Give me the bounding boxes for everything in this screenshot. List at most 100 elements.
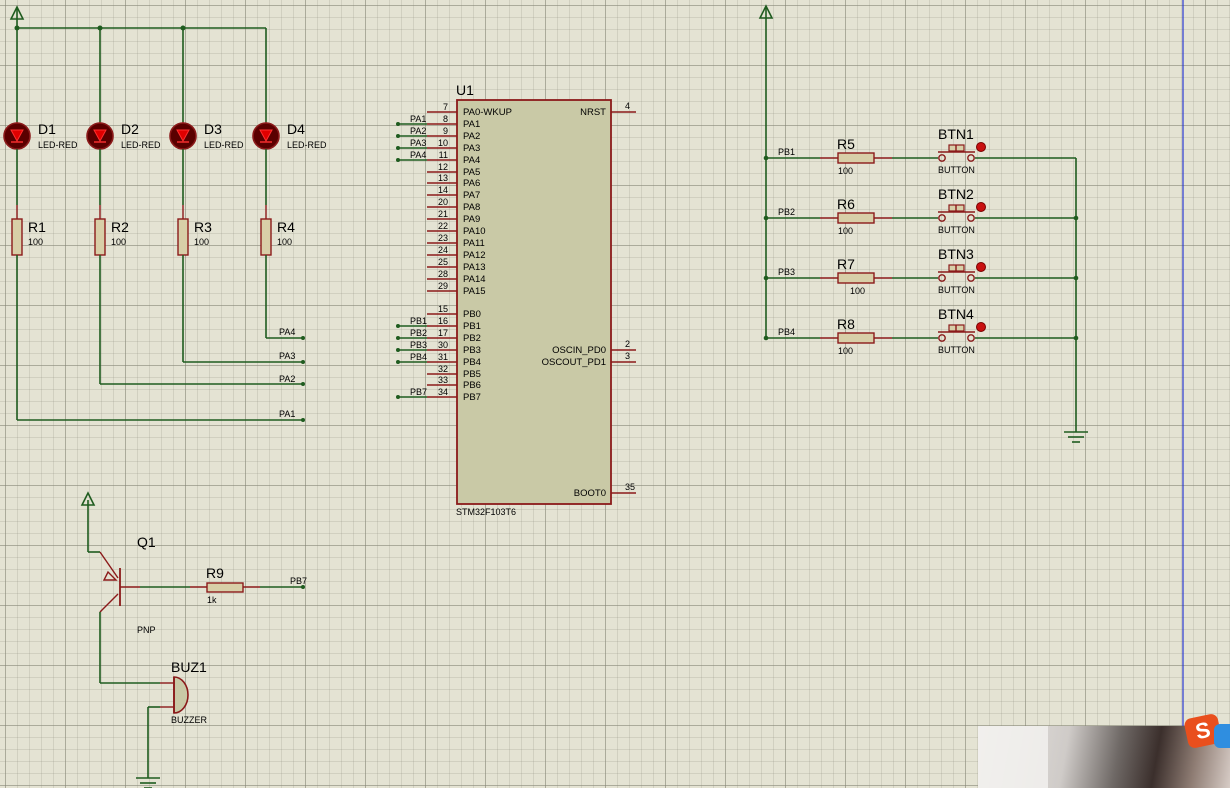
led-d1-value: LED-RED bbox=[38, 140, 78, 150]
button-btn3[interactable] bbox=[938, 262, 986, 282]
button-btn1[interactable] bbox=[938, 142, 986, 162]
resistor-r9[interactable]: R9 1k bbox=[190, 565, 260, 605]
button-value: BUTTON bbox=[938, 225, 975, 235]
resistor-r7[interactable] bbox=[820, 272, 892, 284]
power-terminal-icon[interactable] bbox=[9, 5, 25, 28]
resistor-r2-value: 100 bbox=[111, 237, 126, 247]
led-d3[interactable] bbox=[169, 122, 197, 150]
mcu-pin-number: 9 bbox=[443, 126, 448, 136]
mcu-pin-name: PB2 bbox=[463, 333, 481, 344]
resistor-r3[interactable] bbox=[177, 205, 189, 256]
mcu-pin-number: 14 bbox=[438, 185, 448, 195]
mcu-pin-number: 11 bbox=[439, 150, 448, 160]
button-btn4[interactable] bbox=[938, 322, 986, 342]
transistor-q1[interactable]: Q1 PNP bbox=[99, 534, 156, 635]
button-value: BUTTON bbox=[938, 285, 975, 295]
led-section: D1LED-REDR1100D2LED-REDR2100D3LED-REDR31… bbox=[3, 5, 327, 422]
resistor-r1[interactable] bbox=[11, 205, 23, 256]
mcu-pin-name: BOOT0 bbox=[574, 488, 606, 499]
mcu-pin-name: PA3 bbox=[463, 143, 480, 154]
resistor-r4[interactable] bbox=[260, 205, 272, 256]
net-label-pa3: PA3 bbox=[410, 138, 426, 148]
resistor-r8[interactable] bbox=[820, 332, 892, 344]
mcu-pin-number: 13 bbox=[438, 173, 448, 183]
button-ref: BTN4 bbox=[938, 306, 974, 322]
mcu-pin-number: 30 bbox=[438, 340, 448, 350]
resistor-r5[interactable] bbox=[820, 152, 892, 164]
net-label-pb4: PB4 bbox=[778, 327, 795, 337]
mcu-ref: U1 bbox=[456, 82, 474, 98]
mcu-pin-name: PB1 bbox=[463, 321, 481, 332]
ime-side-icon[interactable] bbox=[1214, 724, 1230, 748]
mcu-pin-name: PA2 bbox=[463, 131, 480, 142]
resistor-value: 100 bbox=[838, 346, 853, 356]
net-label-pa4: PA4 bbox=[410, 150, 426, 160]
resistor-ref: R5 bbox=[837, 136, 855, 152]
mcu-pin-name: PA4 bbox=[463, 155, 480, 166]
mcu-pin-number: 21 bbox=[438, 209, 448, 219]
net-label-pa4: PA4 bbox=[279, 327, 295, 337]
net-label-pb2: PB2 bbox=[778, 207, 795, 217]
mcu-pin-number: 34 bbox=[438, 387, 448, 397]
net-label-pb7-buzzer: PB7 bbox=[290, 576, 307, 586]
mcu-pin-name: PB3 bbox=[463, 345, 481, 356]
led-d1[interactable] bbox=[3, 122, 31, 150]
led-d4[interactable] bbox=[252, 122, 280, 150]
mcu-pin-name: PB5 bbox=[463, 369, 481, 380]
led-d2[interactable] bbox=[86, 122, 114, 150]
buzzer-buz1[interactable]: BUZ1 BUZZER bbox=[160, 659, 208, 725]
mcu-pin-name: OSCOUT_PD1 bbox=[542, 357, 606, 368]
button-value: BUTTON bbox=[938, 165, 975, 175]
power-terminal-icon[interactable] bbox=[758, 4, 774, 338]
mcu-pin-name: PA9 bbox=[463, 214, 480, 225]
mcu-body[interactable] bbox=[456, 99, 612, 505]
led-d4-ref: D4 bbox=[287, 121, 305, 137]
mcu-pin-number: 15 bbox=[438, 304, 448, 314]
mcu-pin-name: PA13 bbox=[463, 262, 486, 273]
mcu-pin-number: 31 bbox=[438, 352, 448, 362]
net-label-pb1: PB1 bbox=[410, 316, 427, 326]
button-btn2[interactable] bbox=[938, 202, 986, 222]
resistor-r6[interactable] bbox=[820, 212, 892, 224]
resistor-r2[interactable] bbox=[94, 205, 106, 256]
mcu-pin-name: PA15 bbox=[463, 286, 486, 297]
net-label-pa2: PA2 bbox=[410, 126, 426, 136]
mcu-pin-name: PA10 bbox=[463, 226, 486, 237]
power-terminal-icon[interactable] bbox=[80, 491, 96, 552]
mcu-pin-name: PB7 bbox=[463, 392, 481, 403]
